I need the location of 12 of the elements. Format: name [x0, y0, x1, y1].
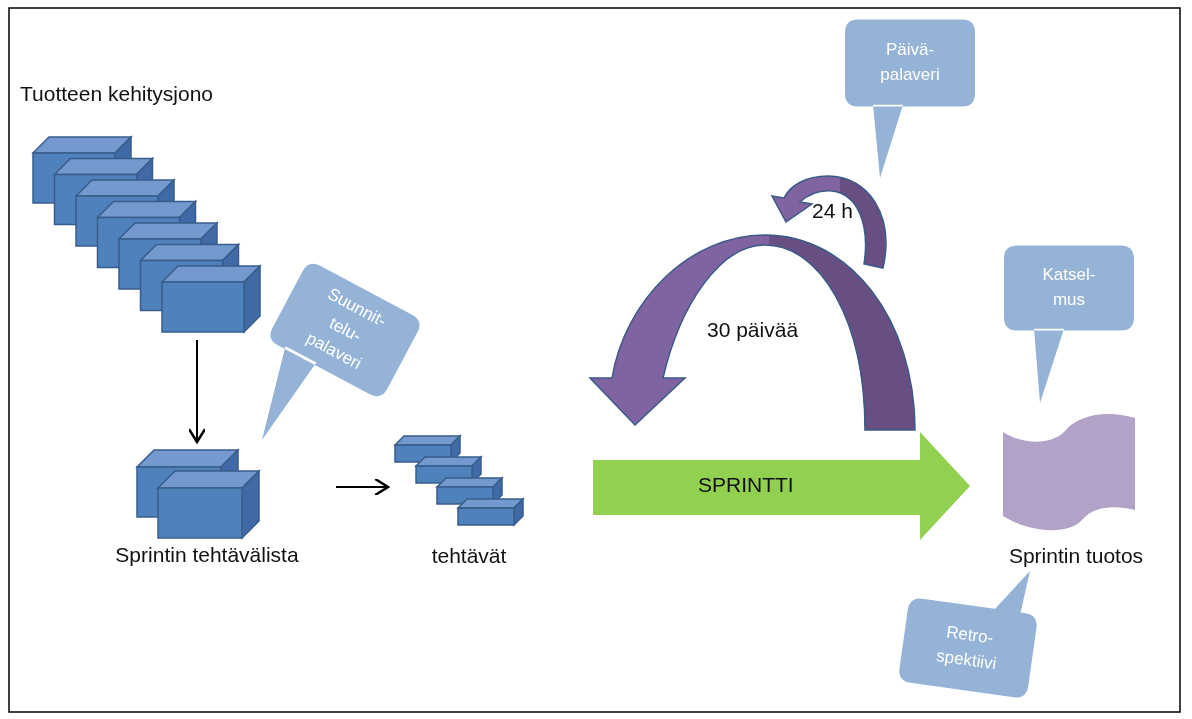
bubble-text: Päivä- palaveri — [879, 39, 941, 86]
stack-label: Tuotteen kehitysjono — [20, 82, 214, 106]
stack-label: tehtävät — [430, 544, 508, 568]
duration-label: 30 päivää — [707, 318, 799, 342]
bubble-text: Katsel- mus — [1041, 264, 1097, 311]
bubble-text: Retro- spektiivi — [934, 621, 999, 675]
arrow — [335, 477, 390, 497]
duration-label: 24 h — [812, 199, 853, 223]
arrow — [187, 339, 207, 444]
stack-label: Sprintin tehtävälista — [114, 543, 300, 567]
document-label: Sprintin tuotos — [1007, 544, 1145, 568]
arrow-label: SPRINTTI — [698, 473, 794, 497]
